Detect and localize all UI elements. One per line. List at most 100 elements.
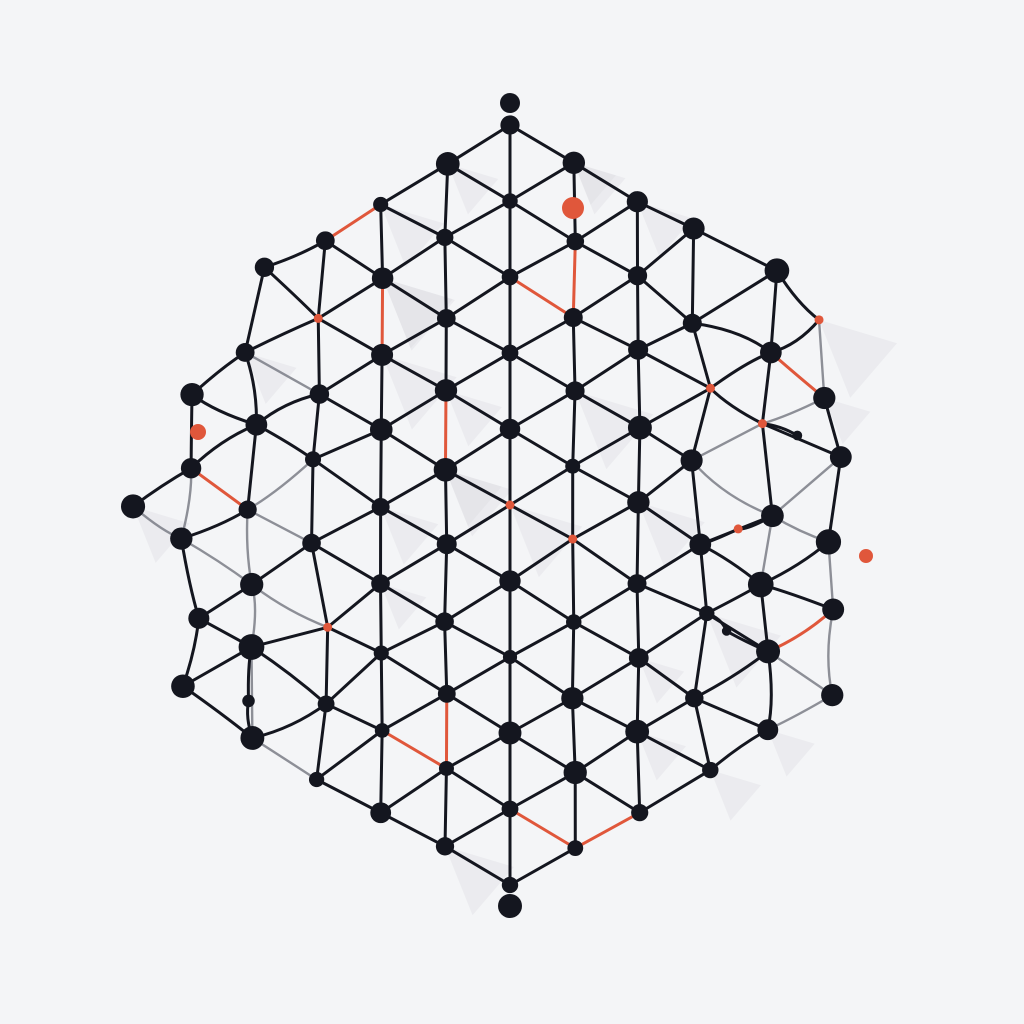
network-node [631, 804, 649, 822]
edge [181, 684, 254, 740]
network-node [369, 418, 393, 441]
network-node [563, 760, 587, 785]
edge [443, 468, 449, 546]
network-node [689, 533, 712, 556]
edge [249, 645, 328, 706]
edge [379, 505, 449, 546]
edge [243, 316, 320, 354]
edge [246, 458, 315, 511]
edge [379, 468, 447, 509]
edge [692, 696, 712, 772]
edge [635, 582, 641, 660]
accent-edge [380, 276, 385, 357]
edge [380, 692, 449, 732]
edge [690, 227, 696, 325]
edge [692, 227, 779, 273]
edge [573, 771, 642, 815]
edge [311, 392, 321, 461]
edge [311, 428, 383, 461]
edge [250, 541, 314, 587]
network-node [371, 497, 390, 516]
edge [444, 766, 512, 811]
edge [570, 696, 577, 775]
edge [446, 162, 512, 203]
network-node [180, 458, 202, 479]
network-node [502, 193, 518, 209]
edge [243, 351, 321, 396]
edge [690, 422, 764, 462]
network-node [240, 726, 265, 750]
edge [571, 389, 577, 468]
network-node [501, 800, 519, 818]
edge [379, 202, 447, 239]
edge [310, 505, 383, 545]
edge [636, 500, 702, 546]
edge [638, 768, 712, 815]
network-node [829, 446, 852, 468]
edge [573, 730, 639, 775]
edge [636, 321, 694, 352]
edge [508, 351, 577, 393]
edge [635, 582, 709, 615]
network-node [436, 534, 457, 555]
network-node [626, 191, 648, 213]
edge [508, 846, 577, 887]
edge [379, 766, 448, 815]
network-node [242, 694, 255, 708]
edge [262, 239, 327, 269]
accent-node [562, 197, 584, 219]
shadow-face [767, 729, 815, 777]
accent-node [859, 549, 873, 563]
network-node [435, 152, 460, 176]
edge [445, 655, 512, 696]
network-node [566, 232, 585, 251]
shadow-face [382, 278, 453, 349]
edge [771, 455, 843, 518]
edge [326, 625, 383, 655]
edge [379, 428, 447, 472]
edge [310, 457, 315, 545]
edge [379, 582, 447, 624]
network-node [685, 688, 704, 708]
network-node [625, 719, 650, 744]
edge [638, 386, 712, 430]
accent-node [313, 313, 323, 323]
edge [508, 161, 576, 203]
network-node [760, 341, 782, 364]
network-node [756, 639, 781, 664]
edge [379, 651, 449, 696]
edge [635, 656, 641, 734]
edge [443, 579, 512, 624]
accent-node [190, 424, 206, 440]
shadow-face [637, 201, 693, 258]
network-node [764, 258, 790, 284]
edge [690, 386, 712, 462]
edge [508, 427, 575, 468]
shadow-face [819, 319, 897, 398]
network-node [305, 451, 322, 468]
edge [311, 457, 383, 509]
shadow-layer [133, 162, 897, 916]
edge [444, 351, 512, 392]
edge [508, 503, 575, 541]
apex-node-top [500, 93, 520, 113]
edge [708, 386, 764, 426]
edge [444, 316, 512, 355]
network-node [821, 683, 844, 707]
shadow-face [637, 731, 686, 781]
edge [443, 620, 449, 696]
network-node [500, 115, 520, 135]
network-node [435, 837, 455, 856]
network-node [747, 571, 774, 598]
edge [246, 508, 313, 545]
network-node [498, 721, 522, 745]
edge [635, 500, 640, 586]
network-node [680, 449, 703, 472]
network-node [317, 695, 335, 713]
edge [826, 455, 843, 544]
edge [379, 162, 450, 206]
edge [571, 316, 577, 393]
edge [381, 276, 448, 320]
network-node [373, 645, 389, 661]
